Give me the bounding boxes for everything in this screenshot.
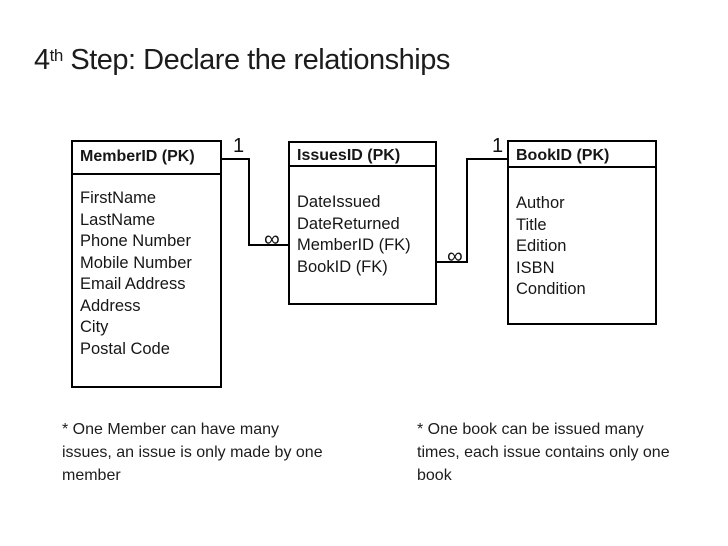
relationship-line-member-issues <box>222 158 250 160</box>
infinity-cardinality-label: ∞ <box>264 226 280 251</box>
entity-field: FirstName <box>80 189 157 207</box>
entity-field: DateIssued <box>297 193 381 211</box>
entity-field: Phone Number <box>80 232 191 250</box>
entity-field: DateReturned <box>297 214 400 233</box>
entity-field: Email Address <box>80 275 186 293</box>
entity-field: Postal Code <box>80 339 170 358</box>
entity-field: Title <box>516 215 547 234</box>
entity-field: LastName <box>80 210 156 229</box>
entity-issues-fields: DateIssued DateReturned MemberID (FK) Bo… <box>290 167 435 278</box>
entity-member-table: MemberID (PK) FirstName LastName Phone N… <box>71 140 222 388</box>
relationship-line-member-issues <box>248 244 288 246</box>
entity-field: Condition <box>516 280 586 298</box>
note-member-issues: * One Member can have many issues, an is… <box>62 421 323 484</box>
title-ordinal-superscript: th <box>49 46 64 66</box>
entity-book-table: BookID (PK) Author Title Edition ISBN Co… <box>507 140 657 325</box>
entity-book-header: BookID (PK) <box>509 142 655 168</box>
entity-field: Author <box>516 194 565 212</box>
relationship-line-issues-book <box>466 158 507 160</box>
entity-issues-table: IssuesID (PK) DateIssued DateReturned Me… <box>288 141 437 305</box>
relationship-line-member-issues <box>248 158 250 246</box>
cardinality-one-label: 1 <box>492 135 504 157</box>
entity-book-fields: Author Title Edition ISBN Condition <box>509 168 655 301</box>
title-prefix: 4 <box>34 44 50 76</box>
entity-field: Edition <box>516 237 567 255</box>
infinity-cardinality-label: ∞ <box>447 243 463 268</box>
relationship-line-issues-book <box>466 158 468 263</box>
entity-issues-header: IssuesID (PK) <box>290 143 435 167</box>
entity-field: Address <box>80 296 141 315</box>
relationship-line-issues-book <box>437 261 468 263</box>
slide-title: 4th Step: Declare the relationships <box>34 44 450 77</box>
entity-field: Mobile Number <box>80 253 192 272</box>
cardinality-one-label: 1 <box>233 135 245 157</box>
entity-field: BookID (FK) <box>297 257 388 276</box>
entity-field: City <box>80 318 109 336</box>
entity-field: MemberID (FK) <box>297 236 411 254</box>
entity-member-header: MemberID (PK) <box>73 142 220 175</box>
note-book-issues: * One book can be issued many times, eac… <box>417 421 670 484</box>
title-text: Step: Declare the relationships <box>62 44 450 76</box>
entity-field: ISBN <box>516 258 555 277</box>
entity-member-fields: FirstName LastName Phone Number Mobile N… <box>73 175 220 360</box>
